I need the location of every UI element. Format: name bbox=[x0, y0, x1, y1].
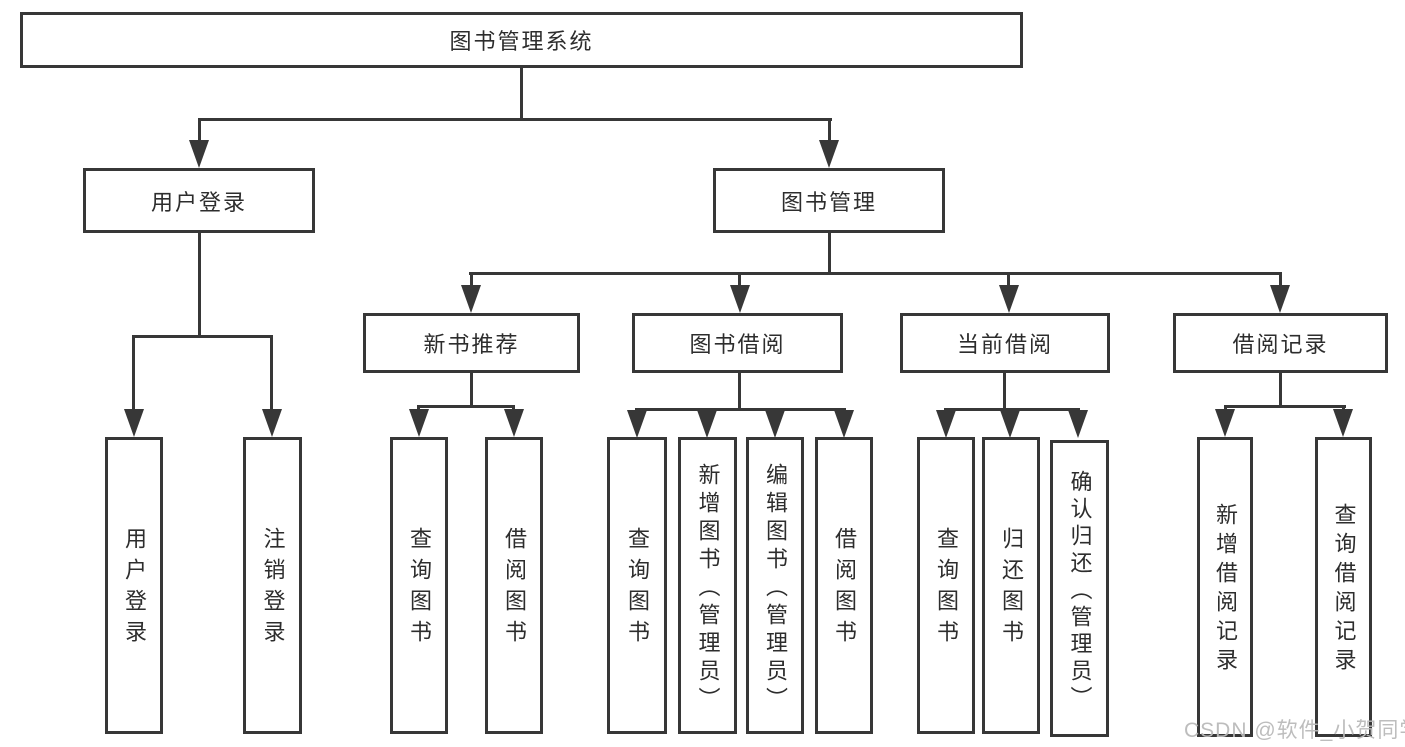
arrow-down-icon bbox=[461, 285, 481, 313]
arrow-down-icon bbox=[1270, 285, 1290, 313]
node-book-borrowing: 图书借阅 bbox=[632, 313, 843, 373]
connector-line bbox=[1007, 274, 1010, 287]
connector-line bbox=[198, 118, 832, 121]
leaf-borrow-books-recommend: 借阅图书 bbox=[485, 437, 543, 734]
arrow-down-icon bbox=[1068, 410, 1088, 438]
connector-line bbox=[635, 408, 846, 411]
arrow-down-icon bbox=[834, 410, 854, 438]
arrow-down-icon bbox=[1000, 410, 1020, 438]
leaf-user-login: 用户登录 bbox=[105, 437, 163, 734]
leaf-query-borrow-record: 查询借阅记录 bbox=[1315, 437, 1372, 737]
connector-line bbox=[270, 337, 273, 411]
arrow-down-icon bbox=[697, 410, 717, 438]
arrow-down-icon bbox=[124, 409, 144, 437]
node-book-management: 图书管理 bbox=[713, 168, 945, 233]
connector-line bbox=[198, 120, 201, 144]
arrow-down-icon bbox=[936, 410, 956, 438]
leaf-confirm-return-admin: 确认归还（管理员） bbox=[1050, 440, 1109, 737]
connector-line bbox=[828, 120, 831, 144]
connector-line bbox=[520, 68, 523, 118]
leaf-edit-books-admin: 编辑图书（管理员） bbox=[746, 437, 804, 734]
node-new-book-recommendation: 新书推荐 bbox=[363, 313, 580, 373]
node-current-borrowing: 当前借阅 bbox=[900, 313, 1110, 373]
arrow-down-icon bbox=[765, 410, 785, 438]
leaf-add-borrow-record: 新增借阅记录 bbox=[1197, 437, 1253, 737]
leaf-query-books-recommend: 查询图书 bbox=[390, 437, 448, 734]
arrow-down-icon bbox=[819, 140, 839, 168]
connector-line bbox=[1279, 274, 1282, 287]
arrow-down-icon bbox=[999, 285, 1019, 313]
connector-line bbox=[1279, 373, 1282, 405]
leaf-query-books-current: 查询图书 bbox=[917, 437, 975, 734]
arrow-down-icon bbox=[409, 409, 429, 437]
connector-line bbox=[1224, 405, 1346, 408]
node-borrowing-records: 借阅记录 bbox=[1173, 313, 1388, 373]
connector-line bbox=[738, 274, 741, 287]
csdn-watermark: CSDN @软件_小贺同学 bbox=[1184, 719, 1405, 742]
connector-line bbox=[1003, 373, 1006, 408]
node-root: 图书管理系统 bbox=[20, 12, 1023, 68]
connector-line bbox=[132, 337, 135, 411]
leaf-borrow-books: 借阅图书 bbox=[815, 437, 873, 734]
connector-line bbox=[417, 405, 515, 408]
connector-line bbox=[738, 373, 741, 408]
arrow-down-icon bbox=[189, 140, 209, 168]
connector-line bbox=[469, 272, 1282, 275]
leaf-query-books-borrow: 查询图书 bbox=[607, 437, 667, 734]
connector-line bbox=[132, 335, 273, 338]
connector-line bbox=[828, 233, 831, 272]
connector-line bbox=[470, 373, 473, 405]
arrow-down-icon bbox=[1333, 409, 1353, 437]
arrow-down-icon bbox=[1215, 409, 1235, 437]
connector-line bbox=[470, 274, 473, 287]
arrow-down-icon bbox=[730, 285, 750, 313]
connector-line bbox=[198, 233, 201, 335]
node-user-login: 用户登录 bbox=[83, 168, 315, 233]
leaf-return-books: 归还图书 bbox=[982, 437, 1040, 734]
connector-line bbox=[944, 408, 1080, 411]
leaf-add-books-admin: 新增图书（管理员） bbox=[678, 437, 737, 734]
arrow-down-icon bbox=[262, 409, 282, 437]
arrow-down-icon bbox=[504, 409, 524, 437]
arrow-down-icon bbox=[627, 410, 647, 438]
leaf-logout: 注销登录 bbox=[243, 437, 302, 734]
